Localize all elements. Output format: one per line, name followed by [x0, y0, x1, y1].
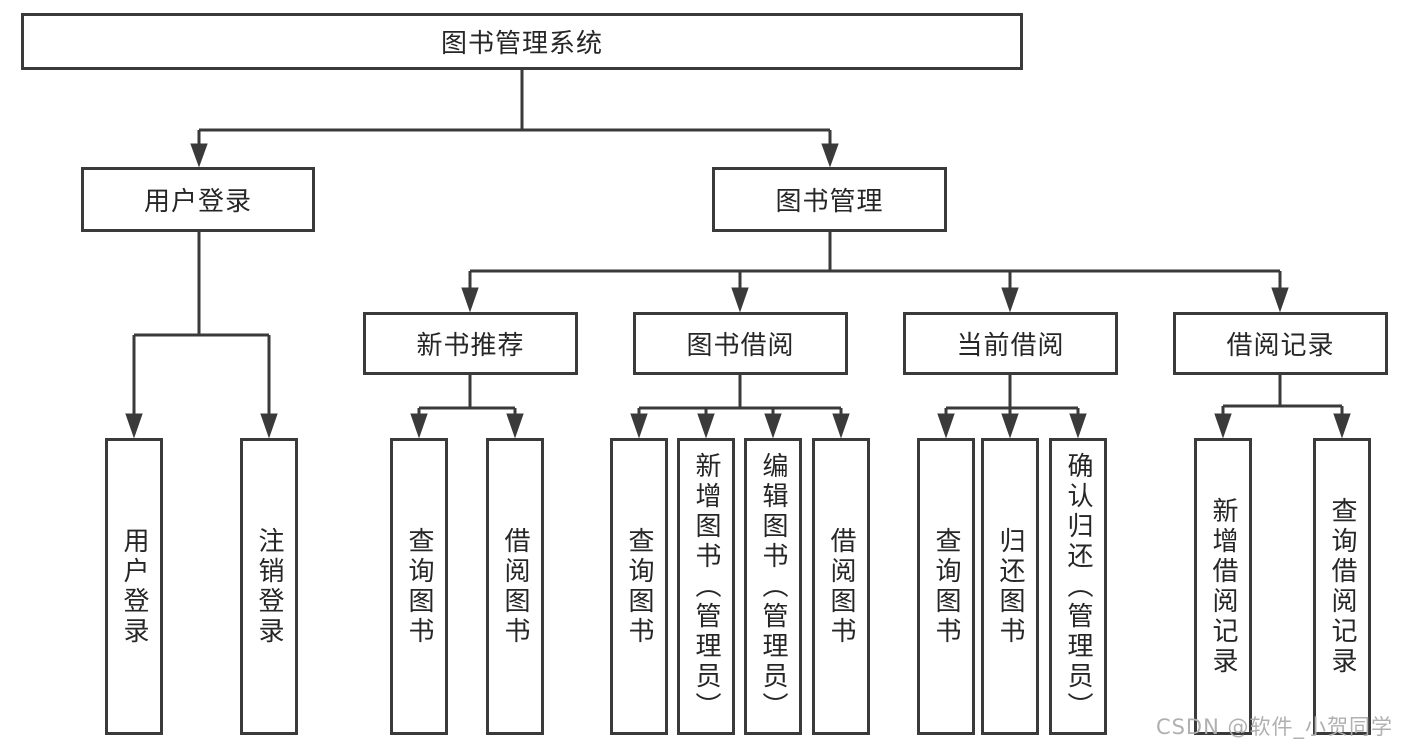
leaf-query-books-2: 查询图书	[610, 438, 668, 735]
leaf-borrow-books-2-label: 借阅图书	[826, 526, 856, 647]
leaf-edit-book-admin: 编辑图书（管理员）	[744, 438, 802, 735]
leaf-logout-login: 注销登录	[240, 438, 298, 735]
leaf-return-book: 归还图书	[981, 438, 1039, 735]
leaf-query-books-3-label: 查询图书	[931, 526, 961, 647]
leaf-confirm-return-admin: 确认归还（管理员）	[1049, 438, 1107, 735]
node-book-borrow-label: 图书借阅	[686, 331, 795, 361]
leaf-query-books-1-label: 查询图书	[404, 526, 434, 647]
node-current-borrow: 当前借阅	[903, 312, 1118, 375]
node-book-management: 图书管理	[712, 167, 947, 232]
leaf-edit-book-admin-label: 编辑图书（管理员）	[758, 451, 788, 722]
leaf-query-books-3: 查询图书	[917, 438, 975, 735]
leaf-user-login-label: 用户登录	[119, 526, 149, 647]
leaf-borrow-books-2: 借阅图书	[812, 438, 870, 735]
leaf-add-book-admin-label: 新增图书（管理员）	[691, 451, 721, 722]
node-current-borrow-label: 当前借阅	[956, 331, 1065, 361]
node-user-login-label: 用户登录	[143, 187, 252, 217]
leaf-return-book-label: 归还图书	[995, 526, 1025, 647]
node-borrow-records-label: 借阅记录	[1226, 331, 1335, 361]
leaf-query-books-2-label: 查询图书	[624, 526, 654, 647]
node-borrow-records: 借阅记录	[1173, 312, 1388, 375]
leaf-user-login: 用户登录	[105, 438, 163, 735]
leaf-add-borrow-record: 新增借阅记录	[1194, 438, 1252, 735]
leaf-borrow-books-1: 借阅图书	[486, 438, 544, 735]
node-book-management-label: 图书管理	[775, 187, 884, 217]
leaf-add-book-admin: 新增图书（管理员）	[677, 438, 735, 735]
node-new-book-recommend: 新书推荐	[363, 312, 578, 375]
node-new-book-recommend-label: 新书推荐	[416, 331, 525, 361]
node-root: 图书管理系统	[21, 13, 1023, 70]
leaf-add-borrow-record-label: 新增借阅记录	[1208, 496, 1238, 677]
node-user-login: 用户登录	[81, 167, 315, 232]
leaf-query-books-1: 查询图书	[390, 438, 448, 735]
leaf-query-borrow-record-label: 查询借阅记录	[1327, 496, 1357, 677]
leaf-query-borrow-record: 查询借阅记录	[1313, 438, 1371, 735]
node-book-borrow: 图书借阅	[633, 312, 848, 375]
leaf-confirm-return-admin-label: 确认归还（管理员）	[1063, 451, 1093, 722]
node-root-label: 图书管理系统	[440, 29, 603, 59]
leaf-logout-login-label: 注销登录	[254, 526, 284, 647]
leaf-borrow-books-1-label: 借阅图书	[500, 526, 530, 647]
